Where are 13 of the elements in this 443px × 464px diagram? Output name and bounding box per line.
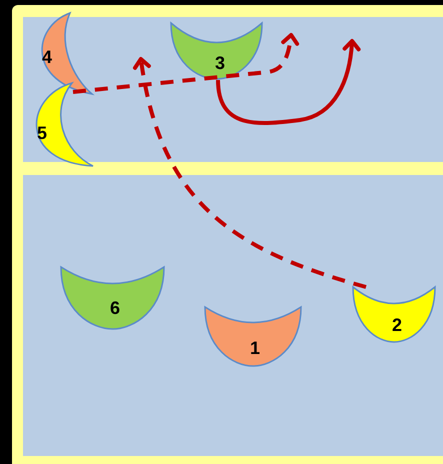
bowl-shape <box>60 266 165 330</box>
shape-number: 6 <box>110 299 120 317</box>
bowl-shape <box>170 22 263 80</box>
shape-number: 5 <box>37 124 47 142</box>
shape-number: 2 <box>392 316 402 334</box>
shape-number: 3 <box>215 54 225 72</box>
bowl-shape <box>204 306 302 367</box>
arrow <box>216 39 360 125</box>
arrow <box>72 33 299 94</box>
panel <box>23 175 443 456</box>
bowl-shape <box>352 286 436 343</box>
arrow <box>133 57 367 289</box>
shape-number: 1 <box>250 339 260 357</box>
